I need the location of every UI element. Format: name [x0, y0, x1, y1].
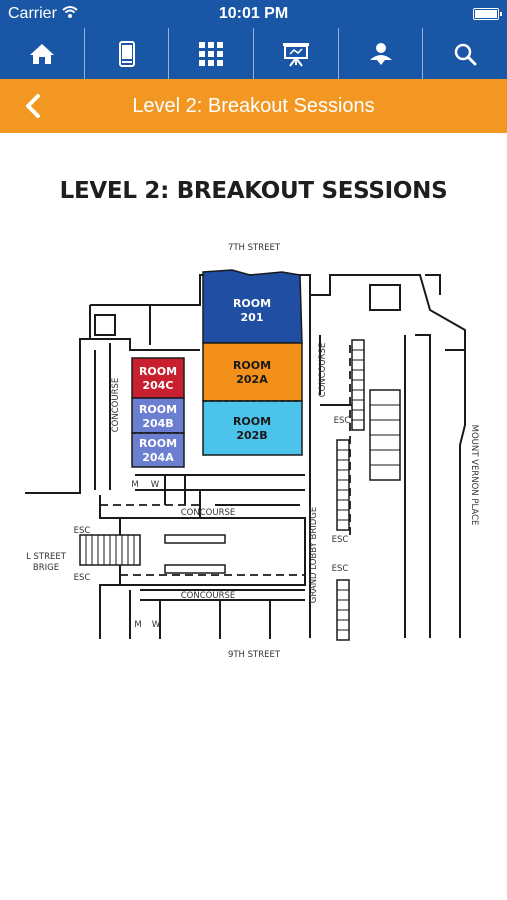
- room-204b[interactable]: ROOM 204B: [131, 397, 185, 434]
- room-201-label: ROOM: [233, 297, 271, 310]
- esc-label-2: ESC: [74, 573, 91, 583]
- nav-presentations-button[interactable]: [254, 28, 339, 79]
- room-204b-number: 204B: [142, 417, 173, 430]
- restroom-women-label-2: W: [152, 620, 161, 630]
- floor-plan-map: ROOM 201 ROOM 202A ROOM 202B ROOM 204C R…: [25, 243, 479, 660]
- room-202a-number: 202A: [236, 373, 268, 386]
- street-label-9th: 9TH STREET: [228, 650, 281, 660]
- clock: 10:01 PM: [218, 5, 289, 22]
- esc-label-5: ESC: [332, 564, 349, 574]
- mobile-device-icon: [118, 40, 135, 67]
- room-202b-number: 202B: [236, 429, 267, 442]
- grand-lobby-bridge-label: GRAND LOBBY BRIDGE: [309, 507, 319, 604]
- wifi-icon: [62, 5, 78, 24]
- esc-label-3: ESC: [334, 416, 351, 426]
- concourse-label-bottom: CONCOURSE: [181, 591, 236, 601]
- room-204c[interactable]: ROOM 204C: [131, 357, 185, 399]
- page-header: Level 2: Breakout Sessions: [0, 79, 507, 133]
- room-202a-label: ROOM: [233, 359, 271, 372]
- room-204b-label: ROOM: [139, 403, 177, 416]
- room-204a[interactable]: ROOM 204A: [131, 432, 185, 468]
- concourse-label-middle: CONCOURSE: [181, 508, 236, 518]
- l-street-bridge-label-1: L STREET: [26, 552, 67, 562]
- presentation-board-icon: [282, 42, 309, 67]
- back-button[interactable]: [18, 92, 48, 120]
- battery-icon: [473, 8, 502, 20]
- room-204a-label: ROOM: [139, 437, 177, 450]
- status-bar: Carrier 10:01 PM: [0, 0, 507, 28]
- street-label-7th: 7TH STREET: [228, 243, 281, 253]
- room-202b-label: ROOM: [233, 415, 271, 428]
- concourse-label-right: CONCOURSE: [318, 343, 328, 398]
- street-label-mount-vernon: MOUNT VERNON PLACE: [469, 425, 479, 526]
- nav-speakers-button[interactable]: [339, 28, 424, 79]
- home-icon: [29, 43, 54, 64]
- restroom-men-label-2: M: [134, 620, 141, 630]
- nav-schedule-button[interactable]: [169, 28, 255, 79]
- room-202a[interactable]: ROOM 202A: [202, 342, 303, 402]
- nav-search-button[interactable]: [423, 28, 507, 79]
- nav-home-button[interactable]: [0, 28, 85, 79]
- restroom-men-label: M: [131, 480, 138, 490]
- restroom-women-label: W: [151, 480, 160, 490]
- room-204c-number: 204C: [142, 379, 173, 392]
- room-201-number: 201: [241, 311, 264, 324]
- room-204a-number: 204A: [142, 451, 174, 464]
- concourse-label-left: CONCOURSE: [111, 378, 121, 433]
- l-street-bridge-label-2: BRIGE: [33, 563, 59, 573]
- chevron-left-icon: [26, 94, 40, 118]
- search-icon: [454, 43, 477, 65]
- nav-mobile-button[interactable]: [85, 28, 170, 79]
- top-nav: [0, 28, 507, 79]
- page-title: Level 2: Breakout Sessions: [132, 94, 375, 117]
- esc-label-4: ESC: [332, 535, 349, 545]
- carrier-label: Carrier: [8, 5, 57, 22]
- map-title: LEVEL 2: BREAKOUT SESSIONS: [59, 178, 448, 204]
- esc-label-1: ESC: [74, 526, 91, 536]
- room-202b[interactable]: ROOM 202B: [202, 400, 303, 456]
- schedule-grid-icon: [199, 41, 224, 66]
- speaker-icon: [369, 42, 392, 65]
- room-204c-label: ROOM: [139, 365, 177, 378]
- room-201[interactable]: ROOM 201: [202, 269, 303, 344]
